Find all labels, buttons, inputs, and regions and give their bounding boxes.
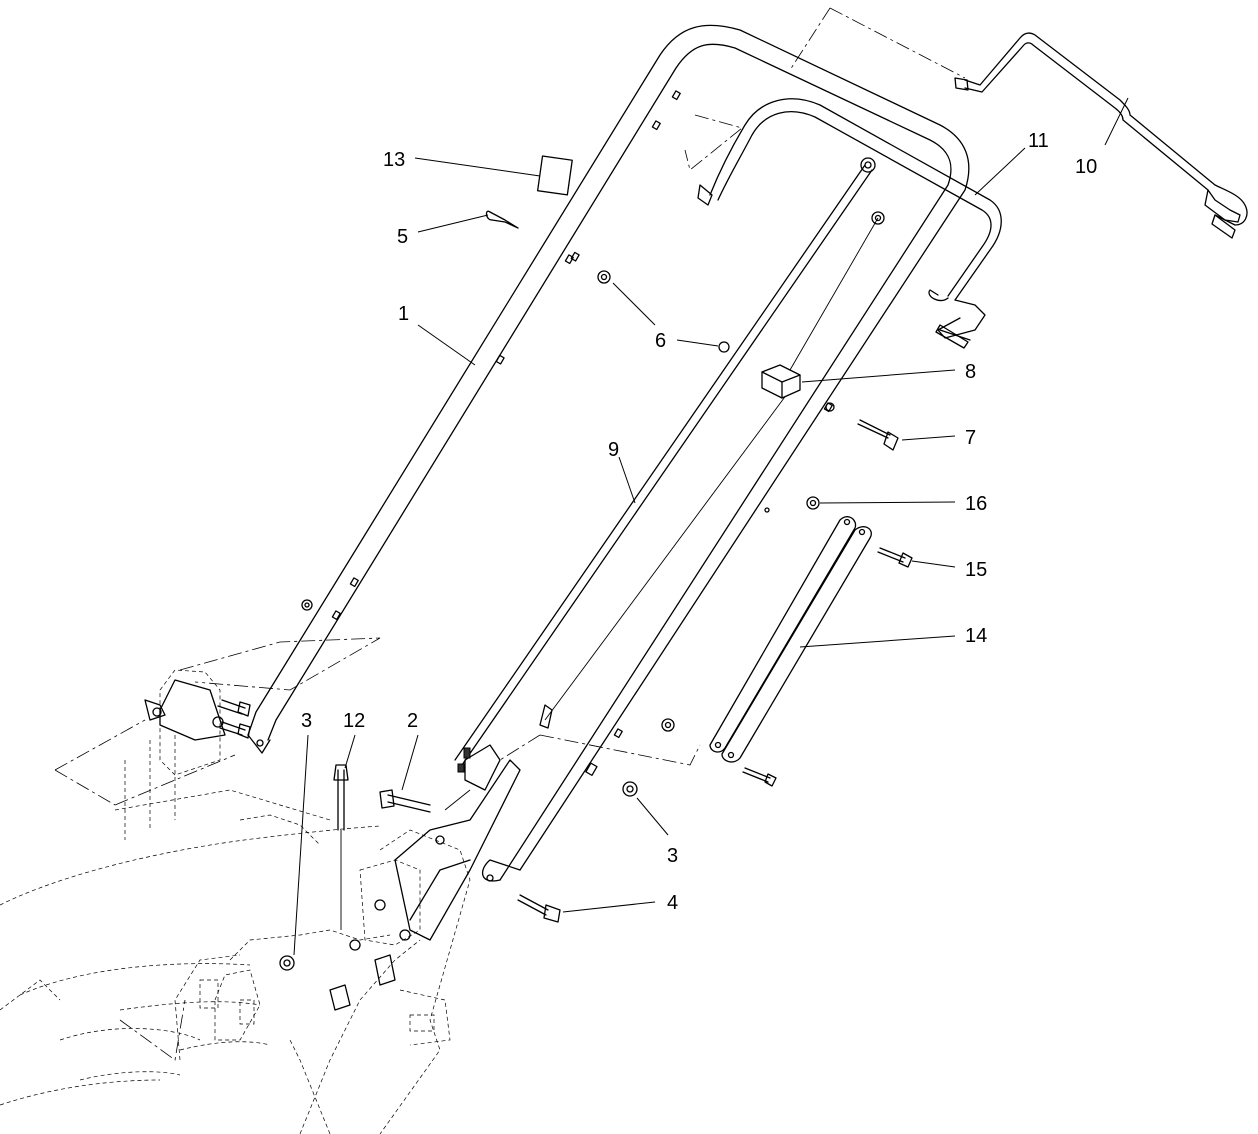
part-10-bail-bar: [954, 32, 1248, 239]
part-14-link-rods: [709, 516, 872, 763]
callout-12: 12: [343, 710, 365, 732]
callout-14: 14: [965, 625, 987, 647]
callout-6: 6: [655, 330, 666, 352]
callout-1: 1: [398, 303, 409, 325]
fasteners: [212, 210, 913, 971]
part-9-control-cable: [444, 157, 885, 811]
callout-8: 8: [965, 361, 976, 383]
callout-3-left: 3: [301, 710, 312, 732]
callout-5: 5: [397, 226, 408, 248]
reference-planes: [54, 7, 966, 1061]
part-13-decal: [536, 155, 573, 196]
part-11-upper-handle: [697, 98, 1002, 349]
callout-2: 2: [407, 710, 418, 732]
mower-frame-ghost: [0, 669, 471, 1134]
leader-lines: [293, 97, 1129, 956]
callout-13: 13: [383, 149, 405, 171]
callout-16: 16: [965, 493, 987, 515]
callout-11: 11: [1028, 130, 1049, 152]
callout-7: 7: [965, 427, 976, 449]
callout-3-right: 3: [667, 845, 678, 867]
part-8-cable-clip: [761, 364, 801, 399]
callout-4: 4: [667, 892, 678, 914]
callout-9: 9: [608, 439, 619, 461]
callouts: 13 5 1 6 8 7 9 16 15 14 11 10 3 12 2 3 4: [301, 130, 1097, 914]
callout-10: 10: [1075, 156, 1097, 178]
handle-brackets: [144, 679, 521, 1011]
part-1-lower-handle: [247, 24, 970, 882]
callout-15: 15: [965, 559, 987, 581]
